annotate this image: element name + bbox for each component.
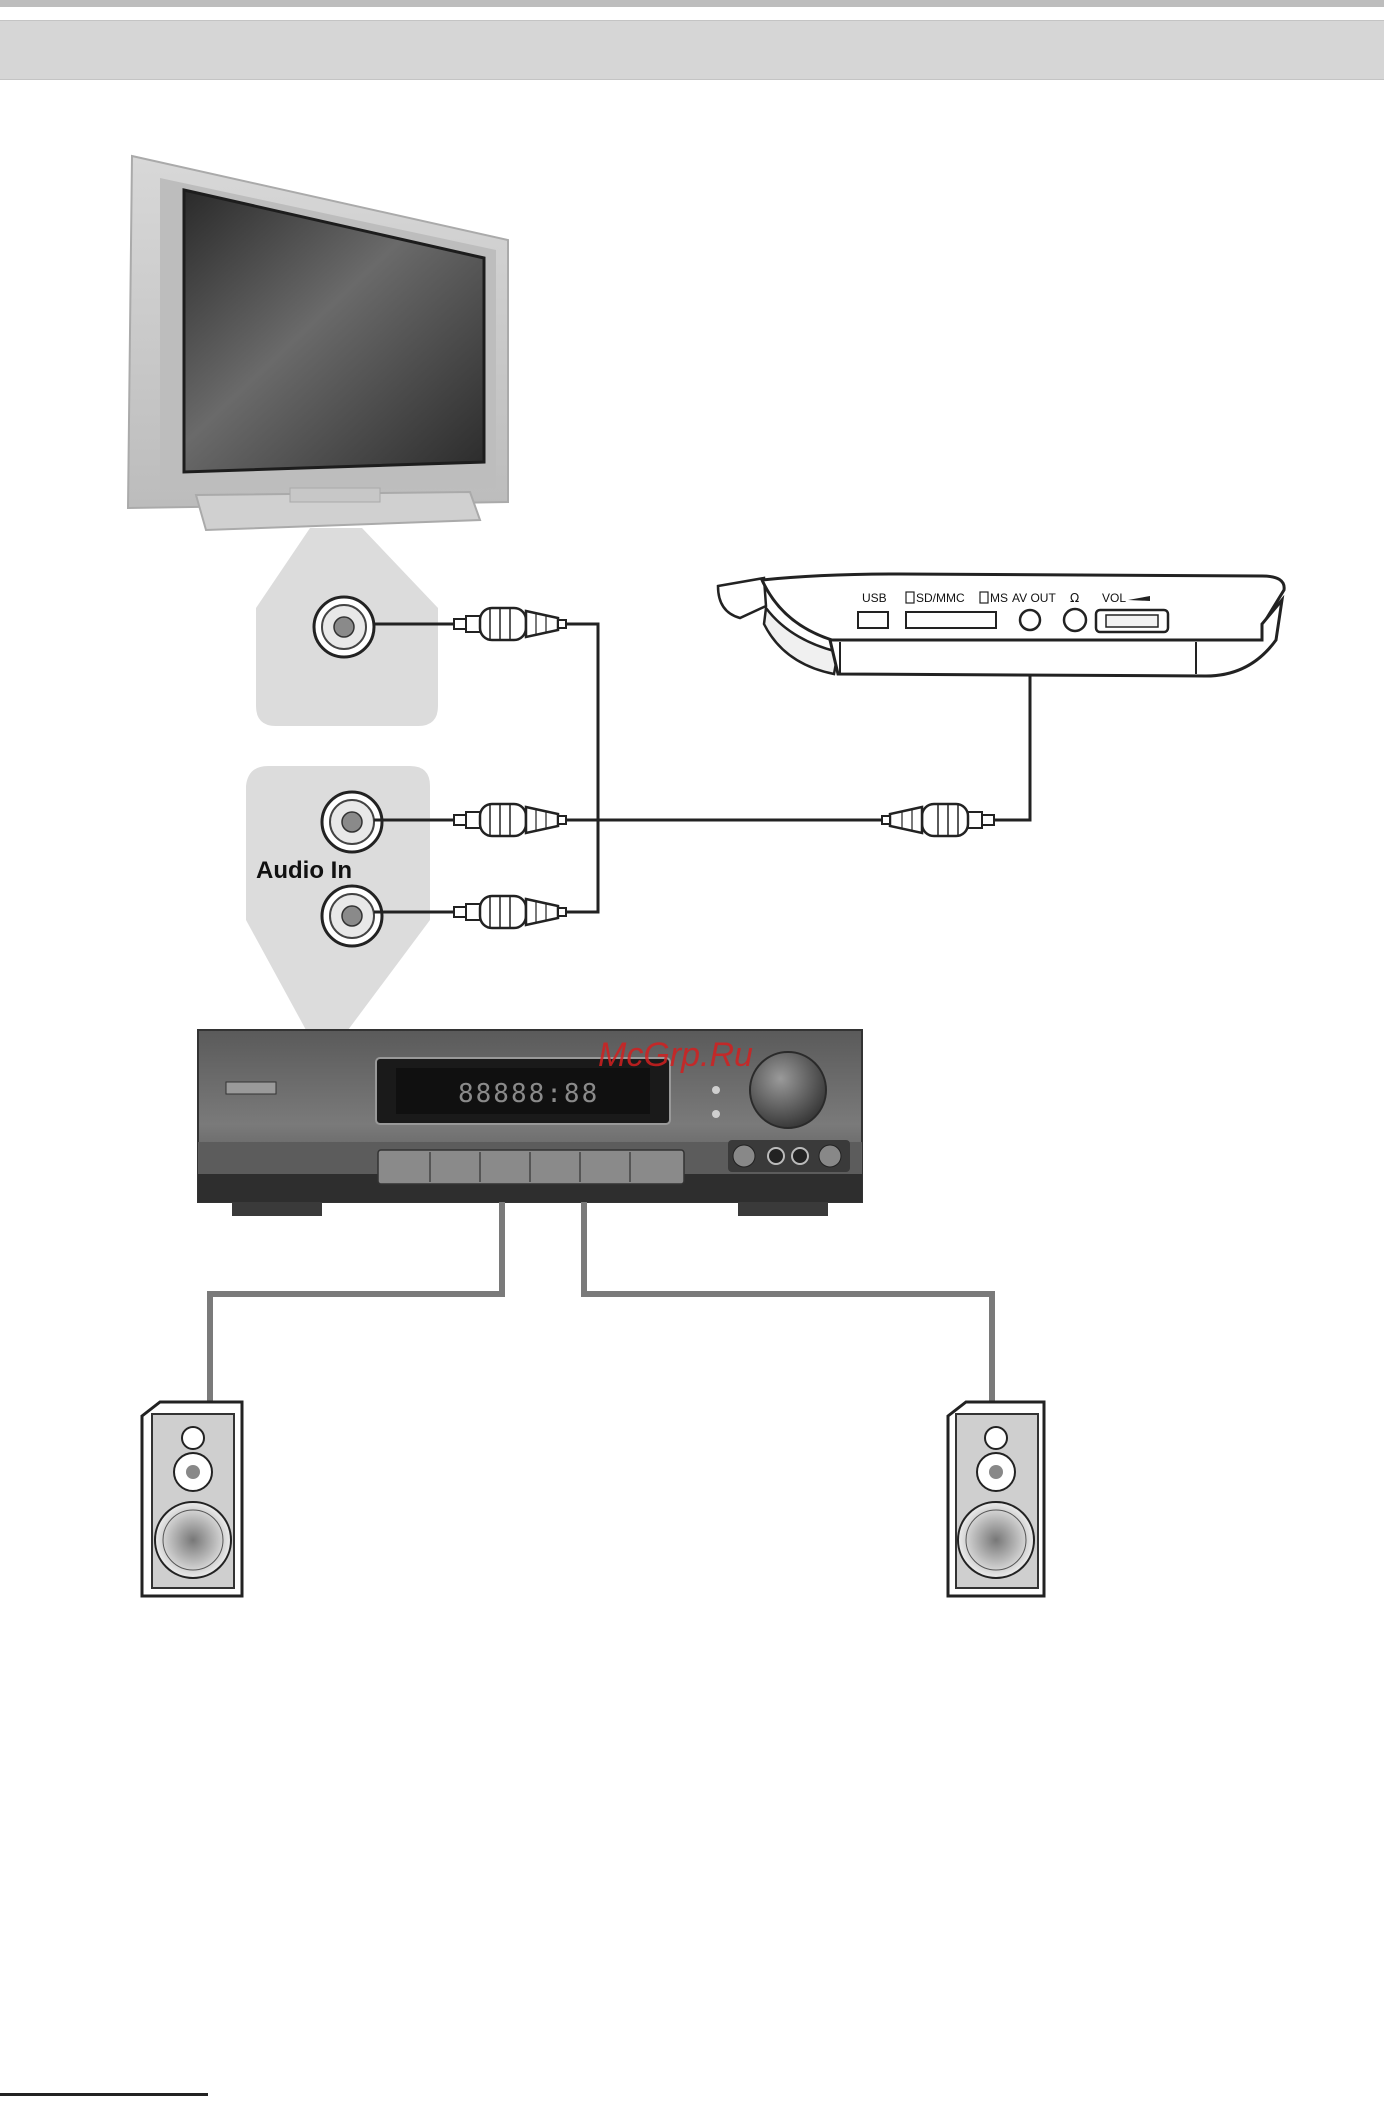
headphone-jack — [1064, 609, 1086, 631]
av-receiver-icon: 88888:88 — [198, 1030, 862, 1216]
av-out-jack — [1020, 610, 1040, 630]
tv-icon — [128, 156, 508, 530]
rca-plug-tv — [454, 608, 566, 640]
tv-audio-jack — [314, 597, 374, 657]
av-out-port-label: AV OUT — [1012, 591, 1056, 605]
ms-port-label: MS — [990, 591, 1008, 605]
receiver-audio-jack-right — [322, 886, 382, 946]
speaker-wires — [210, 1202, 992, 1402]
speaker-left-icon — [142, 1402, 242, 1596]
footer-rule — [0, 2093, 208, 2096]
receiver-display: 88888:88 — [458, 1079, 599, 1109]
audio-in-label: Audio In — [256, 857, 352, 884]
sd-mmc-port-label: SD/MMC — [916, 591, 965, 605]
speaker-right-icon — [948, 1402, 1044, 1596]
watermark: McGrp.Ru — [598, 1036, 753, 1074]
usb-port-label: USB — [862, 591, 887, 605]
headphone-icon: Ω — [1070, 591, 1079, 605]
rca-plug-receiver-left — [454, 804, 566, 836]
usb-port-icon — [858, 612, 888, 628]
rca-plug-receiver-right — [454, 896, 566, 928]
volume-knob — [750, 1052, 826, 1128]
receiver-audio-jack-left — [322, 792, 382, 852]
av-plug-player — [882, 804, 994, 836]
vol-label: VOL — [1102, 591, 1126, 605]
sd-mmc-slot — [906, 612, 996, 628]
portable-player-icon: USB SD/MMC MS AV OUT Ω VOL — [718, 574, 1284, 676]
